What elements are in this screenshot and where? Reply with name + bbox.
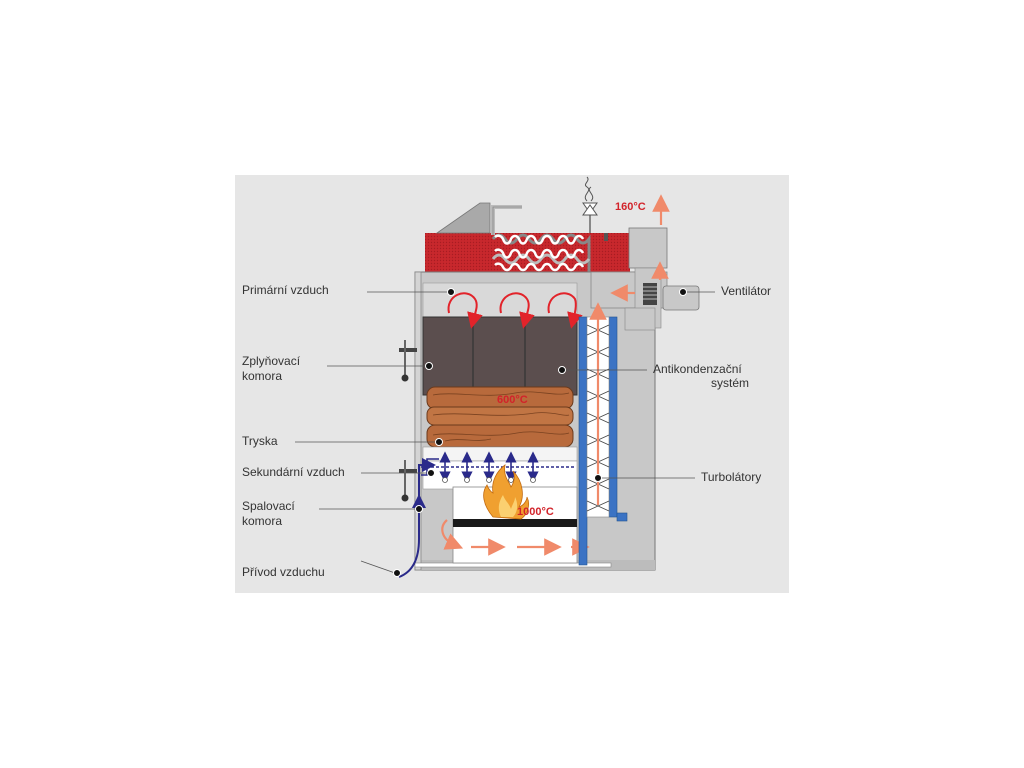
secondary-air-lever[interactable]	[399, 460, 417, 502]
label-zplynovaci-2: komora	[242, 369, 282, 383]
primary-air-lever[interactable]	[399, 340, 417, 382]
leader-dots	[393, 288, 687, 577]
label-ventilator: Ventilátor	[721, 284, 771, 298]
label-antikondenzacni-2: systém	[711, 376, 749, 390]
nozzle-holes	[442, 477, 536, 483]
temp-gasification-label: 600°C	[497, 394, 528, 406]
boiler-diagram: 160°C 600°C 1000°C Primární vzduch Zplyň…	[235, 175, 789, 593]
coil-white	[494, 234, 585, 272]
temp-combustion-label: 1000°C	[517, 506, 554, 518]
gasification-chamber	[422, 316, 578, 396]
label-sekundarni-vzduch: Sekundární vzduch	[242, 465, 345, 479]
boiler-diagram-svg: 160°C 600°C 1000°C Primární vzduch Zplyň…	[235, 175, 789, 593]
flame-icon	[483, 464, 529, 520]
label-spalovaci-1: Spalovací	[242, 499, 295, 513]
label-privod-vzduchu: Přívod vzduchu	[242, 565, 325, 579]
temp-flue-label: 160°C	[615, 201, 646, 213]
label-tryska: Tryska	[242, 434, 278, 448]
fan-icon	[643, 283, 700, 311]
wood-logs	[426, 386, 574, 448]
label-primarni-vzduch: Primární vzduch	[242, 283, 329, 297]
turbulator-column	[578, 302, 628, 566]
primary-air-flow-arrows	[447, 292, 583, 329]
flue-gas-flow-arrows	[441, 194, 670, 556]
leader-lines	[295, 291, 715, 574]
label-turbolatory: Turbolátory	[701, 470, 761, 484]
label-antikondenzacni-1: Antikondenzační	[653, 362, 742, 376]
air-intake-arrows	[398, 458, 436, 578]
label-spalovaci-2: komora	[242, 514, 282, 528]
safety-valve-icon	[582, 176, 608, 241]
label-zplynovaci-1: Zplyňovací	[242, 354, 301, 368]
